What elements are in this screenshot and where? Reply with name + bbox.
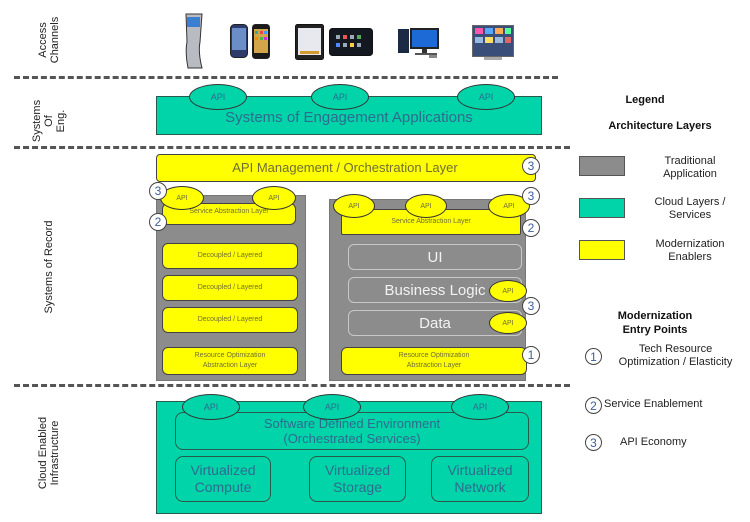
separator-line (14, 76, 558, 79)
legend-entry-2-label: Service Enablement (604, 398, 703, 410)
right-tier-business-logic: Business Logic (348, 277, 522, 303)
legend-entry-3-label: API Economy (620, 436, 687, 448)
smart-tv-icon (472, 25, 514, 60)
entry-point-3-marker: 3 (522, 157, 540, 175)
separator-line (14, 384, 570, 387)
row-label-systems-of-engagement: Systems Of Eng. (31, 99, 67, 143)
virtualized-compute: Virtualized Compute (175, 456, 271, 502)
entry-point-2-marker: 2 (522, 219, 540, 237)
data-api-oval: API (489, 312, 527, 334)
desktop-computer-icon (398, 28, 439, 58)
entry-point-3-marker: 3 (149, 182, 167, 200)
left-decoupled-layer: Decoupled / Layered (162, 275, 298, 301)
engagement-api-oval: API (311, 84, 369, 110)
legend-swatch-modernization (579, 240, 625, 260)
ipad-icon (295, 24, 324, 60)
left-resource-optimization-layer: Resource Optimization Abstraction Layer (162, 347, 298, 375)
legend-entry-points-title: Modernization Entry Points (617, 310, 693, 336)
infrastructure-api-oval: API (182, 394, 240, 420)
legend-title: Legend (625, 94, 665, 106)
legend-swatch-traditional (579, 156, 625, 176)
right-tier-data: Data (348, 310, 522, 336)
virtualized-network: Virtualized Network (431, 456, 529, 502)
tablet-icon (329, 28, 373, 56)
api-management-label: API Management / Orchestration Layer (232, 160, 458, 175)
kiosk-icon (185, 13, 203, 69)
right-resource-optimization-layer: Resource Optimization Abstraction Layer (341, 347, 527, 375)
legend-entry-3-marker: 3 (585, 434, 602, 451)
iphone-icon (252, 24, 270, 59)
entry-point-1-marker: 1 (522, 346, 540, 364)
legend-entry-1-marker: 1 (585, 348, 602, 365)
left-api-oval: API (252, 186, 296, 210)
android-phone-icon (230, 24, 248, 58)
right-api-oval: API (405, 194, 447, 218)
entry-point-3-marker: 3 (522, 187, 540, 205)
legend-entry-1-label: Tech Resource Optimization / Elasticity (618, 343, 733, 368)
engagement-api-oval: API (189, 84, 247, 110)
row-label-cloud-infrastructure: Cloud Enabled Infrastructure (37, 416, 61, 490)
entry-point-3-marker: 3 (522, 297, 540, 315)
separator-line (14, 146, 570, 149)
legend-architecture-layers-title: Architecture Layers (608, 120, 712, 132)
legend-label-modernization: Modernization Enablers (655, 238, 725, 263)
legend-label-traditional: Traditional Application (663, 155, 717, 180)
infrastructure-api-oval: API (451, 394, 509, 420)
right-api-oval: API (333, 194, 375, 218)
right-tier-ui: UI (348, 244, 522, 270)
row-label-access-channels: Access Channels (37, 16, 61, 64)
left-decoupled-layer: Decoupled / Layered (162, 243, 298, 269)
business-logic-api-oval: API (489, 280, 527, 302)
engagement-api-oval: API (457, 84, 515, 110)
virtualized-storage: Virtualized Storage (309, 456, 406, 502)
entry-point-2-marker: 2 (149, 213, 167, 231)
software-defined-environment: Software Defined Environment (Orchestrat… (175, 412, 529, 450)
legend-entry-2-marker: 2 (585, 397, 602, 414)
legend-label-cloud: Cloud Layers / Services (654, 196, 726, 221)
legend-swatch-cloud (579, 198, 625, 218)
systems-of-engagement-title: Systems of Engagement Applications (225, 109, 473, 126)
infrastructure-api-oval: API (303, 394, 361, 420)
left-decoupled-layer: Decoupled / Layered (162, 307, 298, 333)
row-label-systems-of-record: Systems of Record (43, 220, 55, 314)
